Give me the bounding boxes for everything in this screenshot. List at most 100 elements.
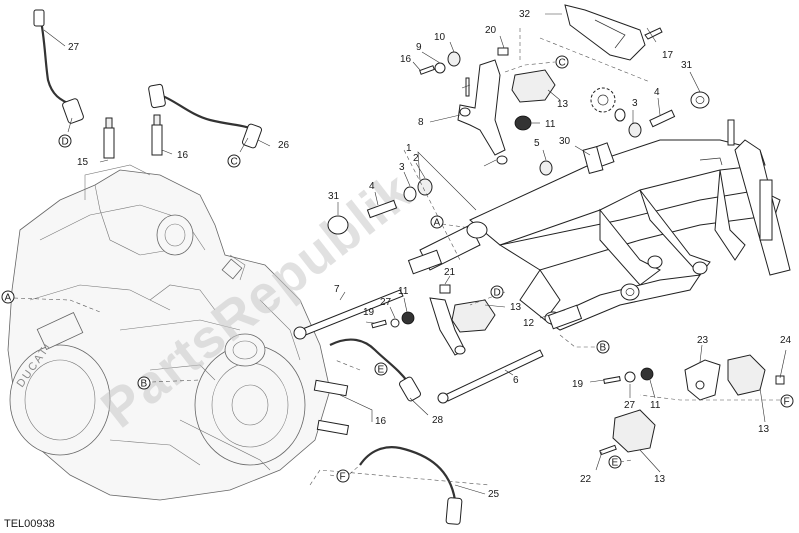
part-label: 10 <box>434 32 446 43</box>
svg-text:C: C <box>231 157 238 168</box>
part-25-ignition-cable <box>359 446 457 501</box>
part-15-screw <box>644 27 663 40</box>
part-14-screw <box>419 65 435 75</box>
part-26-ignition-cable <box>329 338 411 386</box>
svg-text:A: A <box>434 218 441 229</box>
trellis-frame <box>419 119 791 331</box>
part-13-sensor-top <box>511 69 556 103</box>
gear-icon <box>590 87 616 113</box>
part-label: 32 <box>519 9 531 20</box>
part-label: 7 <box>334 284 340 295</box>
part-32-washer <box>496 155 508 165</box>
reference-lines <box>13 28 780 486</box>
part-label: 11 <box>650 400 661 411</box>
part-label: 1 <box>406 143 412 154</box>
diagram-code: TEL00938 <box>4 518 55 530</box>
part-label: 31 <box>681 60 693 71</box>
part-label: 27 <box>624 400 636 411</box>
part-5-bushing-center <box>539 160 553 176</box>
ref-marker-a-frame: A <box>430 215 444 229</box>
ref-marker-f-cable: F <box>336 469 350 483</box>
part-label: 16 <box>400 54 412 65</box>
part-3-washer-left <box>403 186 417 202</box>
part-16-spark-plug-1 <box>103 117 115 159</box>
part-16-spark-plug-2 <box>151 114 163 156</box>
part-label: 6 <box>513 375 519 386</box>
part-11-grommet-top <box>514 115 532 131</box>
part-label: 12 <box>523 318 535 329</box>
reference-markers: A A B B C C D D <box>1 55 794 483</box>
part-label: 11 <box>545 119 556 130</box>
part-label: 4 <box>654 87 660 98</box>
svg-text:B: B <box>141 379 148 390</box>
part-label: 13 <box>654 474 666 485</box>
svg-text:B: B <box>600 343 607 354</box>
part-13-sensor-bottom <box>612 409 656 453</box>
part-label: 16 <box>375 416 387 427</box>
part-label: 13 <box>557 99 569 110</box>
ref-marker-b-left: B <box>137 376 151 390</box>
part-label: 9 <box>416 42 422 53</box>
part-label: 13 <box>510 302 522 313</box>
part-label: 20 <box>485 25 497 36</box>
part-24-ignition-cable <box>159 93 256 132</box>
part-label: 19 <box>363 307 375 318</box>
part-28-spacer <box>582 145 604 175</box>
svg-text:F: F <box>784 397 790 408</box>
svg-text:A: A <box>5 293 12 304</box>
part-31-cap-right <box>690 91 710 109</box>
part-4-bolt-left <box>366 199 398 219</box>
part-label: 2 <box>413 153 419 164</box>
part-label: 23 <box>697 335 709 346</box>
part-label: 27 <box>380 297 392 308</box>
ref-marker-f-right: F <box>780 394 794 408</box>
part-31-cap-left <box>327 215 349 235</box>
part-label: 21 <box>444 267 456 278</box>
ref-marker-d-cable: D <box>58 134 72 148</box>
part-6-long-bolt <box>444 349 544 402</box>
part-22-screw <box>775 375 785 385</box>
ref-marker-c-top: C <box>555 55 569 69</box>
ref-marker-c-cable: C <box>227 154 241 168</box>
part-label: 19 <box>572 379 584 390</box>
part-label: 4 <box>369 181 375 192</box>
ref-marker-d-middle: D <box>490 285 504 299</box>
part-17-screw-bottom <box>603 376 621 384</box>
part-11-grommet-middle <box>401 311 415 325</box>
part-label: 25 <box>488 489 500 500</box>
part-30-cover-bracket <box>564 4 646 61</box>
part-17-screw-middle <box>371 319 387 329</box>
part-13-sensor-right <box>727 354 766 396</box>
part-2-bushing-left <box>417 178 433 196</box>
part-label: 13 <box>758 424 770 435</box>
part-13-sensor-middle <box>451 299 496 333</box>
part-label: 26 <box>278 140 290 151</box>
part-label: 3 <box>632 98 638 109</box>
part-3-washer-right <box>614 108 626 122</box>
part-label: 8 <box>418 117 424 128</box>
part-label: 3 <box>399 162 405 173</box>
svg-text:C: C <box>559 58 566 69</box>
ref-marker-e-cable: E <box>374 362 388 376</box>
part-label: 31 <box>328 191 340 202</box>
part-16-spark-plug-3 <box>313 379 350 436</box>
ref-marker-e-bottom: E <box>608 455 622 469</box>
svg-text:E: E <box>378 365 385 376</box>
part-5-bushing-right <box>628 122 642 138</box>
part-number-labels: 32 17 31 4 3 20 8 13 11 16 9 10 5 30 31 … <box>68 9 792 500</box>
part-20-screw <box>599 444 617 456</box>
part-label: 24 <box>780 335 792 346</box>
part-19-clip-middle <box>439 284 451 294</box>
part-8-bracket <box>457 59 506 156</box>
part-9-washer <box>434 62 446 74</box>
svg-text:E: E <box>612 458 619 469</box>
part-label: 30 <box>559 136 571 147</box>
part-27-washer-middle <box>390 318 400 328</box>
part-label: 16 <box>177 150 189 161</box>
leader-lines <box>43 13 787 495</box>
part-19-clip-top <box>497 47 509 56</box>
part-label: 5 <box>534 138 540 149</box>
engine-assembly: DUCATI <box>7 164 331 501</box>
part-29-pin <box>465 77 470 97</box>
